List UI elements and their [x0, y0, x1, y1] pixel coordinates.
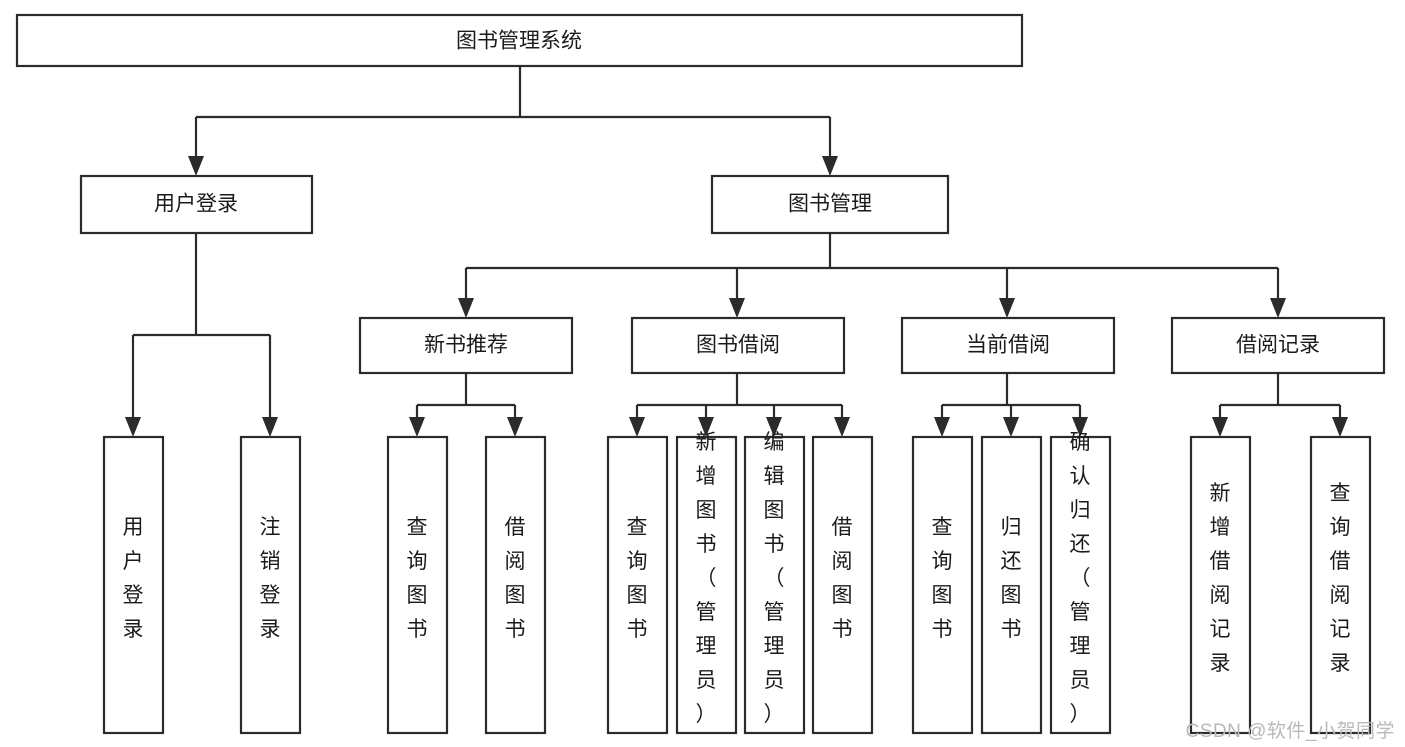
leaf-query-book-rec-box[interactable]: [386, 435, 449, 735]
arrow-leaf-add-book-admin: [698, 417, 714, 437]
node-borrow-record[interactable]: 借阅记录: [1170, 316, 1386, 375]
arrow-leaf-user-login: [125, 417, 141, 437]
arrow-to-new-book: [458, 298, 474, 318]
book-borrow-box[interactable]: [630, 316, 846, 375]
user-login-box[interactable]: [79, 174, 314, 235]
leaf-query-borrow-record-box[interactable]: [1309, 435, 1372, 735]
borrow-record-label: 借阅记录: [1236, 334, 1320, 357]
arrow-leaf-query-book-current: [934, 417, 950, 437]
root-box[interactable]: [15, 13, 1024, 68]
book-manage-box[interactable]: [710, 174, 950, 235]
arrow-to-book-borrow: [729, 298, 745, 318]
arrow-leaf-borrow-book: [834, 417, 850, 437]
leaf-logout-login-label: 注销登录: [260, 516, 281, 641]
leaf-add-book-admin-box[interactable]: [675, 435, 738, 735]
leaf-user-login-label: 用户登录: [123, 516, 144, 641]
arrow-leaf-return-book: [1003, 417, 1019, 437]
leaf-edit-book-admin-box[interactable]: [743, 435, 806, 735]
arrow-to-current-borrow: [999, 298, 1015, 318]
new-book-recommend-box[interactable]: [358, 316, 574, 375]
leaf-borrow-book-rec-box[interactable]: [484, 435, 547, 735]
arrow-leaf-add-borrow-record: [1212, 417, 1228, 437]
leaf-return-book-box[interactable]: [980, 435, 1043, 735]
leaf-query-book-borrow-box[interactable]: [606, 435, 669, 735]
arrow-leaf-edit-book-admin: [766, 417, 782, 437]
arrow-leaf-query-book-borrow: [629, 417, 645, 437]
leaf-add-borrow-record-box[interactable]: [1189, 435, 1252, 735]
leaf-confirm-return-admin-box[interactable]: [1049, 435, 1112, 735]
arrow-leaf-confirm-return-admin: [1072, 417, 1088, 437]
connector-layer: [125, 66, 1348, 437]
leaf-confirm-return-admin-label: 确认归还（管理员）: [1070, 431, 1091, 726]
arrow-leaf-borrow-book-rec: [507, 417, 523, 437]
leaf-nodes-layer: [102, 435, 1372, 735]
node-root[interactable]: 图书管理系统: [15, 13, 1024, 68]
leaf-query-book-current-box[interactable]: [911, 435, 974, 735]
node-current-borrow[interactable]: 当前借阅: [900, 316, 1116, 375]
leaf-add-book-admin-label: 新增图书（管理员）: [696, 431, 717, 726]
root-label: 图书管理系统: [456, 30, 582, 53]
arrow-to-book-manage: [822, 156, 838, 176]
node-new-book-recommend[interactable]: 新书推荐: [358, 316, 574, 375]
user-login-label: 用户登录: [154, 193, 238, 216]
borrow-record-box[interactable]: [1170, 316, 1386, 375]
leaf-query-book-borrow-label: 查询图书: [627, 516, 648, 641]
current-borrow-box[interactable]: [900, 316, 1116, 375]
csdn-watermark: CSDN @软件_小贺同学: [1185, 721, 1395, 742]
book-manage-label: 图书管理: [788, 193, 872, 216]
leaf-return-book-label: 归还图书: [1001, 516, 1022, 641]
leaf-logout-login-box[interactable]: [239, 435, 302, 735]
leaf-add-borrow-record-label: 新增借阅记录: [1210, 482, 1231, 675]
arrow-to-borrow-record: [1270, 298, 1286, 318]
node-book-borrow[interactable]: 图书借阅: [630, 316, 846, 375]
leaf-user-login-box[interactable]: [102, 435, 165, 735]
leaf-borrow-book-rec-label: 借阅图书: [505, 516, 526, 641]
arrow-to-user-login: [188, 156, 204, 176]
arrow-leaf-logout-login: [262, 417, 278, 437]
leaf-borrow-book-box[interactable]: [811, 435, 874, 735]
node-user-login[interactable]: 用户登录: [79, 174, 314, 235]
leaf-borrow-book-label: 借阅图书: [832, 516, 853, 641]
leaf-labels-layer: 用户登录 注销登录 查询图书 借阅图书 查询图书 新增图书（管理员） 编辑图书（…: [123, 431, 1351, 726]
current-borrow-label: 当前借阅: [966, 334, 1050, 357]
node-book-manage[interactable]: 图书管理: [710, 174, 950, 235]
leaf-query-book-current-label: 查询图书: [932, 516, 953, 641]
new-book-recommend-label: 新书推荐: [424, 334, 508, 357]
leaf-query-book-rec-label: 查询图书: [407, 516, 428, 641]
arrow-leaf-query-borrow-record: [1332, 417, 1348, 437]
leaf-edit-book-admin-label: 编辑图书（管理员）: [764, 431, 785, 726]
leaf-query-borrow-record-label: 查询借阅记录: [1330, 482, 1351, 675]
book-borrow-label: 图书借阅: [696, 334, 780, 357]
arrow-leaf-query-book-rec: [409, 417, 425, 437]
